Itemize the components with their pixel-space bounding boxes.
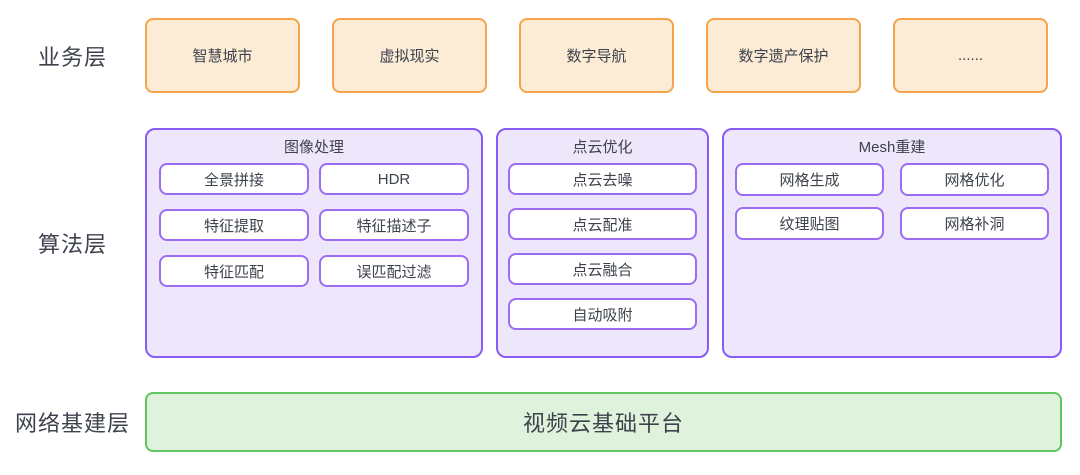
layer-label-business: 业务层 xyxy=(37,44,107,70)
algorithm-item-feature-extraction: 特征提取 xyxy=(159,209,309,241)
algorithm-item-feature-descriptor: 特征描述子 xyxy=(319,209,469,241)
algorithm-layer-row: 算法层 图像处理 全景拼接 HDR 特征提取 特征描述子 特征匹配 误匹配过滤 … xyxy=(0,128,1080,358)
point-cloud-items: 点云去噪 点云配准 点云融合 自动吸附 xyxy=(508,163,697,330)
infrastructure-platform-box: 视频云基础平台 xyxy=(145,392,1062,452)
business-layer-boxes: 智慧城市 虚拟现实 数字导航 数字遗产保护 ...... xyxy=(145,18,1048,93)
algorithm-item-pointcloud-registration: 点云配准 xyxy=(508,208,697,240)
group-title-mesh-reconstruction: Mesh重建 xyxy=(858,139,926,156)
layer-label-algorithm: 算法层 xyxy=(37,232,107,257)
algorithm-item-panorama-stitching: 全景拼接 xyxy=(159,163,309,195)
business-box-ellipsis: ...... xyxy=(893,18,1048,93)
algorithm-item-auto-snap: 自动吸附 xyxy=(508,298,697,330)
business-box-digital-heritage: 数字遗产保护 xyxy=(706,18,861,93)
image-processing-items: 全景拼接 HDR 特征提取 特征描述子 特征匹配 误匹配过滤 xyxy=(159,163,469,287)
algorithm-item-pointcloud-denoise: 点云去噪 xyxy=(508,163,697,195)
algorithm-item-mismatch-filtering: 误匹配过滤 xyxy=(319,255,469,287)
business-layer-row: 业务层 智慧城市 虚拟现实 数字导航 数字遗产保护 ...... xyxy=(0,18,1080,93)
algorithm-group-point-cloud: 点云优化 点云去噪 点云配准 点云融合 自动吸附 xyxy=(496,128,709,358)
algorithm-item-texture-mapping: 纹理贴图 xyxy=(735,207,884,240)
algorithm-item-hdr: HDR xyxy=(319,163,469,195)
business-box-virtual-reality: 虚拟现实 xyxy=(332,18,487,93)
algorithm-item-pointcloud-fusion: 点云融合 xyxy=(508,253,697,285)
business-box-digital-navigation: 数字导航 xyxy=(519,18,674,93)
group-title-image-processing: 图像处理 xyxy=(283,139,344,156)
algorithm-item-mesh-generation: 网格生成 xyxy=(735,163,884,196)
algorithm-item-mesh-optimization: 网格优化 xyxy=(900,163,1049,196)
algorithm-item-feature-matching: 特征匹配 xyxy=(159,255,309,287)
group-title-point-cloud: 点云优化 xyxy=(572,139,633,156)
algorithm-group-mesh-reconstruction: Mesh重建 网格生成 网格优化 纹理贴图 网格补洞 xyxy=(722,128,1062,358)
business-box-smart-city: 智慧城市 xyxy=(145,18,300,93)
algorithm-layer-groups: 图像处理 全景拼接 HDR 特征提取 特征描述子 特征匹配 误匹配过滤 点云优化… xyxy=(145,128,1062,358)
mesh-reconstruction-items: 网格生成 网格优化 纹理贴图 网格补洞 xyxy=(735,163,1049,240)
algorithm-item-mesh-hole-filling: 网格补洞 xyxy=(900,207,1049,240)
layer-label-infrastructure: 网络基建层 xyxy=(14,411,130,436)
infrastructure-layer-row: 网络基建层 视频云基础平台 xyxy=(0,392,1080,452)
algorithm-group-image-processing: 图像处理 全景拼接 HDR 特征提取 特征描述子 特征匹配 误匹配过滤 xyxy=(145,128,483,358)
